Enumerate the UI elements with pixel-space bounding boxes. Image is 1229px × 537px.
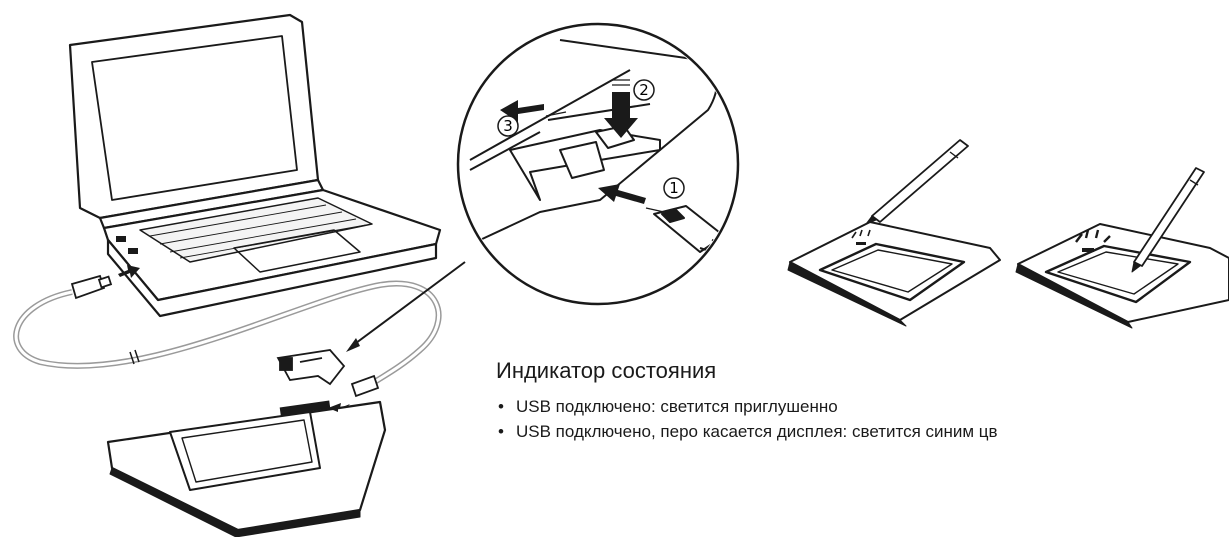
status-indicator-list: USB подключено: светится приглушенно USB… <box>496 394 1229 444</box>
arrow-to-laptop-icon <box>118 265 140 278</box>
tablet-pen-hover-icon <box>787 139 1001 327</box>
insert-arrow-icon <box>598 184 646 204</box>
callout-arrowhead <box>346 338 360 352</box>
laptop-icon <box>68 13 442 318</box>
status-item-pen-touch: USB подключено, перо касается дисплея: с… <box>496 419 1229 444</box>
led-bright-indicator-icon <box>1075 229 1111 252</box>
step-1-label: 1 <box>669 179 679 197</box>
usb-plug-laptop-icon <box>70 274 113 300</box>
status-indicator-title: Индикатор состояния <box>496 358 717 383</box>
keyboard-keys <box>149 204 367 259</box>
arrow-to-tablet-icon <box>328 403 350 412</box>
status-indicator-legend: Индикатор состояния USB подключено: свет… <box>496 358 1229 444</box>
callout-line <box>351 261 466 347</box>
cable-clip-icon <box>276 349 346 386</box>
led-dim-indicator-icon <box>851 229 871 245</box>
press-down-arrow-icon <box>604 92 638 138</box>
step-2-label: 2 <box>639 81 649 99</box>
usb-plug-tablet-icon <box>350 374 380 398</box>
usb-cable <box>13 280 442 391</box>
tablet-pen-touch-icon <box>1015 167 1229 329</box>
step-3-label: 3 <box>503 117 513 135</box>
magnified-connection-detail: 2 3 1 <box>456 22 740 306</box>
status-item-usb-dim: USB подключено: светится приглушенно <box>496 394 1229 419</box>
signature-tablet-icon <box>106 400 387 537</box>
